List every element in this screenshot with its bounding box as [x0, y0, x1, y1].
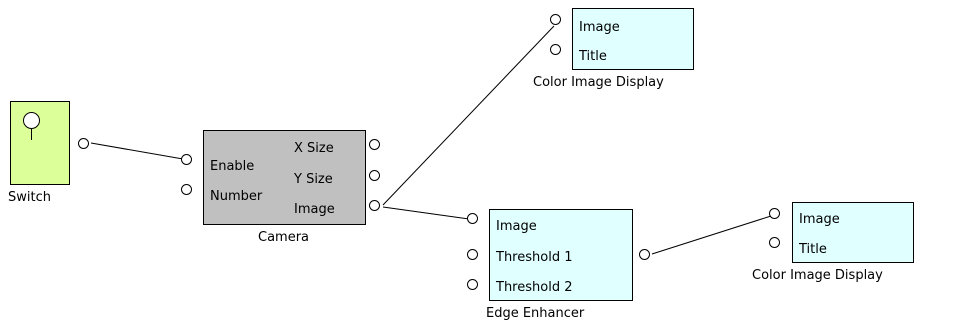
color-image-display-bottom[interactable] [792, 202, 914, 263]
edge-enhancer-block[interactable] [489, 209, 633, 301]
display-top-input-label-title: Title [579, 49, 607, 64]
display-top-caption: Color Image Display [533, 75, 664, 90]
switch-output-port[interactable] [78, 138, 89, 149]
camera-input-label-enable: Enable [210, 159, 255, 174]
wire-camera-image-to-display-top-image [382, 25, 555, 206]
wire-switch-to-camera-enable [90, 142, 184, 160]
camera-output-port-x-size[interactable] [369, 139, 380, 150]
switch-stem [31, 128, 32, 140]
display-top-input-label-image: Image [579, 20, 620, 35]
camera-input-label-number: Number [210, 189, 263, 204]
switch-caption: Switch [8, 190, 51, 205]
edge-enhancer-input-port-image[interactable] [467, 213, 478, 224]
edge-enhancer-input-label-image: Image [496, 219, 537, 234]
camera-output-label-image: Image [294, 202, 335, 217]
edge-enhancer-output-port[interactable] [639, 249, 650, 260]
wire-camera-image-to-edge-enhancer-image [382, 206, 470, 220]
camera-input-port-enable[interactable] [181, 154, 192, 165]
display-top-input-port-title[interactable] [550, 44, 561, 55]
edge-enhancer-input-port-threshold-1[interactable] [467, 249, 478, 260]
wire-edge-enhancer-to-display-bottom-image [651, 215, 772, 255]
display-bottom-input-label-image: Image [799, 212, 840, 227]
camera-caption: Camera [258, 230, 310, 245]
switch-block[interactable] [10, 101, 70, 185]
camera-input-port-number[interactable] [181, 184, 192, 195]
edge-enhancer-input-port-threshold-2[interactable] [467, 279, 478, 290]
camera-output-label-x-size: X Size [294, 141, 334, 156]
edge-enhancer-input-label-threshold-1: Threshold 1 [496, 250, 573, 265]
display-bottom-input-port-image[interactable] [769, 208, 780, 219]
display-bottom-caption: Color Image Display [752, 268, 883, 283]
display-top-input-port-image[interactable] [550, 14, 561, 25]
color-image-display-top[interactable] [572, 8, 694, 70]
camera-output-port-image[interactable] [369, 200, 380, 211]
switch-knob-icon [23, 112, 40, 129]
camera-output-label-y-size: Y Size [294, 172, 333, 187]
edge-enhancer-caption: Edge Enhancer [486, 306, 585, 321]
camera-output-port-y-size[interactable] [369, 170, 380, 181]
camera-block[interactable] [203, 130, 366, 225]
display-bottom-input-port-title[interactable] [769, 237, 780, 248]
edge-enhancer-input-label-threshold-2: Threshold 2 [496, 280, 573, 295]
display-bottom-input-label-title: Title [799, 242, 827, 257]
